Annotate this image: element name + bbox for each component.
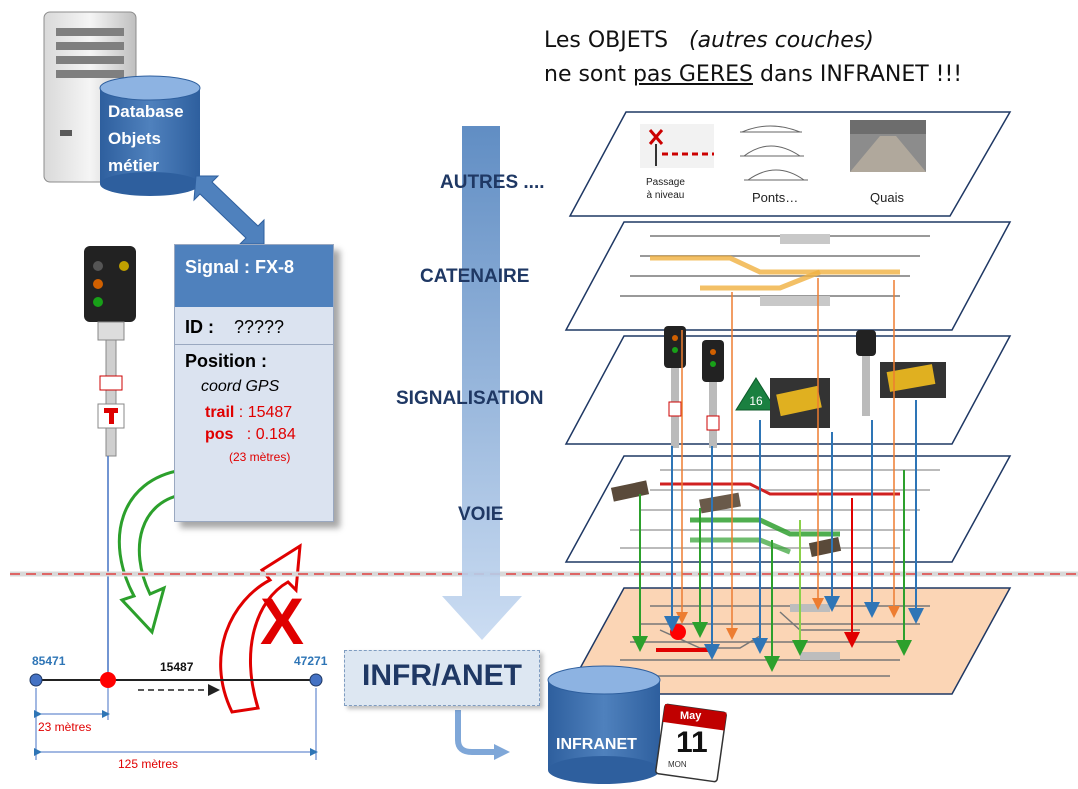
business-db-label: Database Objets métier xyxy=(108,98,184,179)
track-segment-id: 15487 xyxy=(160,660,194,674)
header-line1-prefix: Les OBJETS xyxy=(544,28,669,53)
infranet-logo-text: INFR/ANET xyxy=(362,659,522,692)
passage-line-2: à niveau xyxy=(646,190,685,201)
track-node-left xyxy=(29,673,43,687)
signal-icon-3 xyxy=(856,330,876,416)
signal-card-id-row: ID : ????? xyxy=(175,307,333,345)
signal-mast-left xyxy=(84,246,136,457)
track-node-right xyxy=(309,673,323,687)
id-label: ID : xyxy=(185,317,214,337)
trail-label: trail xyxy=(205,404,235,421)
track-left-node-id: 85471 xyxy=(32,654,66,668)
signal-icon-2 xyxy=(702,340,724,448)
signal-icon-1 xyxy=(664,326,686,448)
speed-sign-icon: 16 xyxy=(735,377,777,411)
passage-caption: Passage à niveau xyxy=(646,176,685,202)
layer-plane-voie xyxy=(564,455,1012,563)
forbidden-x-mark: X xyxy=(260,584,304,658)
header-line2-underlined: pas GERES xyxy=(632,62,753,87)
layer-plane-catenaire xyxy=(564,221,1012,331)
signal-info-card: Signal : FX-8 ID : ????? Position : coor… xyxy=(174,244,334,522)
distance-total-label: 125 mètres xyxy=(118,757,179,771)
header-line2-suffix: dans INFRANET !!! xyxy=(759,62,963,87)
track-right-node-id: 47271 xyxy=(294,654,328,668)
logo-to-db-arrow xyxy=(455,710,510,760)
signal-card-position: Position : coord GPS trail : 15487 pos :… xyxy=(175,345,333,464)
balise-photo-2 xyxy=(880,362,946,398)
layer-label-autres: AUTRES .... xyxy=(440,172,545,193)
business-database-icon xyxy=(99,75,201,196)
pos-value: : 0.184 xyxy=(246,426,296,443)
trail-value: : 15487 xyxy=(238,404,293,421)
id-value: ????? xyxy=(234,317,285,337)
speed-sign-number: 16 xyxy=(749,394,763,408)
layer-label-voie: VOIE xyxy=(458,504,504,525)
signal-card-title: Signal : FX-8 xyxy=(175,245,333,307)
infranet-db-label: INFRANET xyxy=(556,736,637,753)
platform-photo xyxy=(850,120,926,172)
header-line1-italic: (autres couches) xyxy=(689,28,874,53)
calendar-weekday: MON xyxy=(668,760,687,769)
track-segment xyxy=(29,672,323,760)
level-crossing-image xyxy=(640,124,714,168)
quais-caption: Quais xyxy=(870,190,904,205)
header-line-2: ne sont pas GERES dans INFRANET !!! xyxy=(544,62,962,87)
header-line-1: Les OBJETS (autres couches) xyxy=(544,28,874,53)
distance-note: (23 mètres) xyxy=(229,450,291,464)
layers-down-arrow xyxy=(442,126,522,640)
position-label: Position : xyxy=(185,351,267,371)
trail-row: trail : 15487 xyxy=(205,404,333,422)
db-line-2: Objets xyxy=(108,129,161,148)
layer-label-signalisation: SIGNALISATION xyxy=(396,388,544,409)
green-curved-arrow xyxy=(117,468,188,635)
db-line-3: métier xyxy=(108,156,160,175)
pos-label: pos xyxy=(205,426,234,443)
calendar-month: May xyxy=(680,710,702,722)
projection-arrows xyxy=(632,278,924,672)
distance-short-label: 23 mètres xyxy=(38,720,92,734)
ponts-caption: Ponts… xyxy=(752,190,799,205)
calendar-day: 11 xyxy=(676,726,708,759)
db-card-double-arrow xyxy=(193,175,265,245)
bridges-image xyxy=(740,125,808,181)
coord-gps: coord GPS xyxy=(201,378,280,395)
red-crossed-arrow: X xyxy=(219,543,304,714)
passage-line-1: Passage xyxy=(646,177,685,188)
calendar-icon xyxy=(655,703,727,783)
signal-position-dot xyxy=(100,672,116,688)
layer-label-catenaire: CATENAIRE xyxy=(420,266,530,287)
balise-photo-1 xyxy=(770,378,830,428)
pos-row: pos : 0.184 xyxy=(205,426,333,444)
infranet-logo-box: INFR/ANET xyxy=(344,650,540,706)
infranet-database-icon xyxy=(547,665,661,784)
db-line-1: Database xyxy=(108,102,184,121)
header-line2-prefix: ne sont xyxy=(544,62,626,87)
